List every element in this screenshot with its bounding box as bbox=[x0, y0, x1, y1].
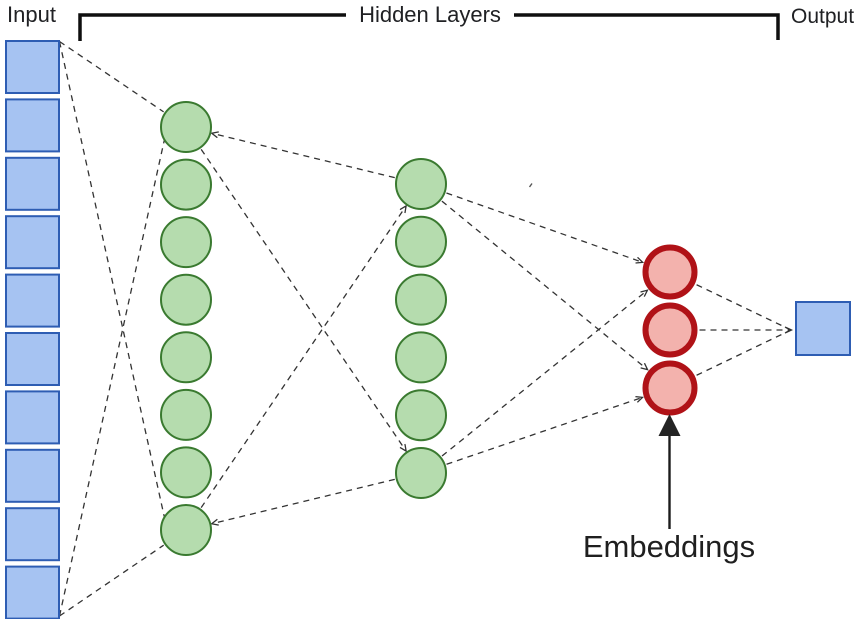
hidden-layer-1-node bbox=[160, 446, 212, 499]
input-layer-node bbox=[5, 156, 60, 211]
hidden-layer-2-node bbox=[395, 389, 447, 442]
output-layer-node bbox=[795, 301, 851, 356]
embedding-layer-node bbox=[642, 244, 698, 300]
connection-line bbox=[200, 206, 406, 509]
hidden-layer-2-node bbox=[395, 158, 447, 210]
hidden-layer-2-node bbox=[395, 215, 447, 268]
connection-line bbox=[212, 478, 395, 523]
connection-line bbox=[446, 398, 643, 465]
hidden-layers-label: Hidden Layers bbox=[346, 2, 514, 28]
hidden-layer-2-node bbox=[395, 447, 447, 499]
connection-line bbox=[696, 329, 792, 376]
connection-line bbox=[696, 284, 792, 331]
input-layer-node bbox=[5, 98, 60, 153]
connection-line bbox=[200, 148, 406, 450]
connection-line bbox=[59, 544, 165, 617]
output-label: Output bbox=[791, 5, 855, 28]
embedding-layer-node bbox=[642, 302, 698, 358]
input-label: Input bbox=[7, 2, 56, 27]
connection-line bbox=[58, 41, 166, 521]
input-layer-node bbox=[5, 565, 60, 619]
embeddings-arrow bbox=[658, 414, 681, 529]
hidden-layer-1-node bbox=[160, 216, 212, 269]
hidden-layer-2-node bbox=[395, 331, 447, 384]
input-layer-node bbox=[5, 390, 60, 445]
hidden-layer-1-node bbox=[160, 503, 212, 556]
connection-line bbox=[446, 192, 642, 262]
input-layer-node bbox=[5, 215, 60, 270]
input-layer-node bbox=[5, 448, 60, 503]
hidden-layer-1-node bbox=[160, 388, 212, 441]
hidden-layer-1-node bbox=[160, 331, 212, 384]
input-layer-node bbox=[5, 332, 60, 386]
hidden-layer-1-node bbox=[160, 101, 212, 153]
hidden-layer-1-node bbox=[160, 273, 212, 326]
input-layer-node bbox=[5, 273, 60, 328]
connection-line bbox=[212, 133, 395, 179]
input-layer-node bbox=[5, 40, 60, 94]
connection-line bbox=[441, 200, 647, 369]
hidden-layer-2-node bbox=[395, 273, 447, 326]
input-layer-node bbox=[5, 507, 60, 562]
hidden-layer-1-node bbox=[160, 158, 212, 211]
stray-mark bbox=[528, 183, 533, 188]
connection-line bbox=[59, 40, 164, 113]
embeddings-label: Embeddings bbox=[582, 529, 756, 564]
embedding-layer-node bbox=[642, 360, 698, 416]
connection-line bbox=[58, 136, 166, 617]
